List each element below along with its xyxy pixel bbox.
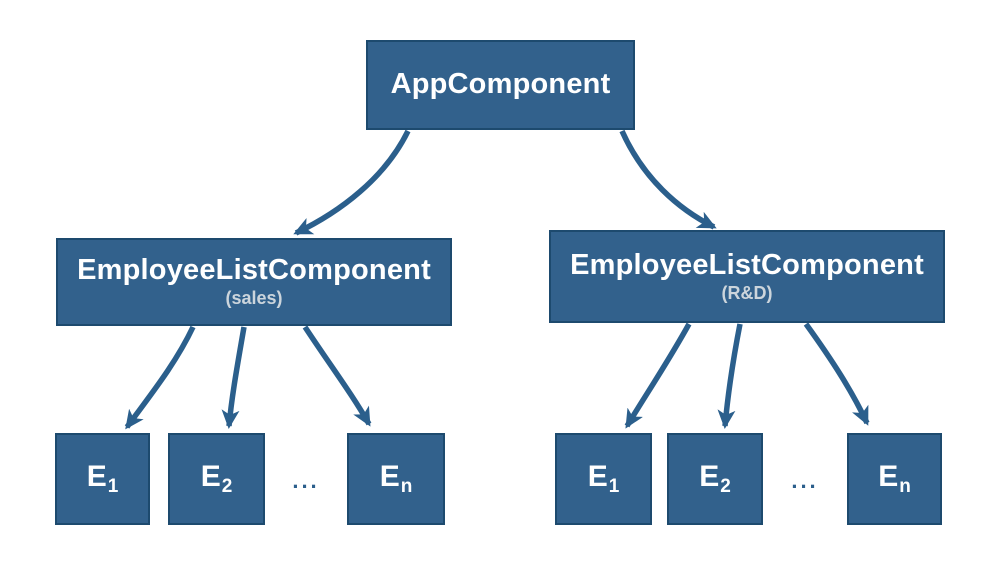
node-employeelist-sales: EmployeeListComponent (sales) <box>56 238 452 326</box>
employeelist-rd-sublabel: (R&D) <box>721 282 773 303</box>
node-appcomponent: AppComponent <box>366 40 635 130</box>
employee-label: E1 <box>86 460 119 498</box>
node-rd-employee-2: E2 <box>667 433 763 525</box>
edge-sales-to-en <box>302 325 372 427</box>
node-rd-employee-1: E1 <box>555 433 652 525</box>
edge-app-to-sales <box>293 129 411 236</box>
edge-rd-to-e1 <box>624 322 692 429</box>
edge-rd-to-e2 <box>717 323 743 429</box>
sales-ellipsis: ... <box>292 468 320 493</box>
employeelist-sales-label: EmployeeListComponent <box>77 254 431 287</box>
employee-label: En <box>878 460 911 498</box>
employee-label: E2 <box>200 460 233 498</box>
edge-sales-to-e1 <box>124 325 196 430</box>
employeelist-sales-sublabel: (sales) <box>225 288 283 309</box>
node-sales-employee-n: En <box>347 433 445 525</box>
employee-label: En <box>379 460 413 498</box>
appcomponent-label: AppComponent <box>390 68 611 101</box>
node-rd-employee-n: En <box>847 433 942 525</box>
node-employeelist-rd: EmployeeListComponent (R&D) <box>549 230 945 323</box>
node-sales-employee-1: E1 <box>55 433 150 525</box>
rd-ellipsis: ... <box>791 468 819 493</box>
employee-label: E1 <box>587 460 620 498</box>
employeelist-rd-label: EmployeeListComponent <box>570 248 924 281</box>
employee-label: E2 <box>699 460 731 498</box>
edge-app-to-rd <box>619 129 717 230</box>
edge-rd-to-en <box>803 322 870 426</box>
edge-sales-to-e2 <box>221 326 247 429</box>
node-sales-employee-2: E2 <box>168 433 265 525</box>
